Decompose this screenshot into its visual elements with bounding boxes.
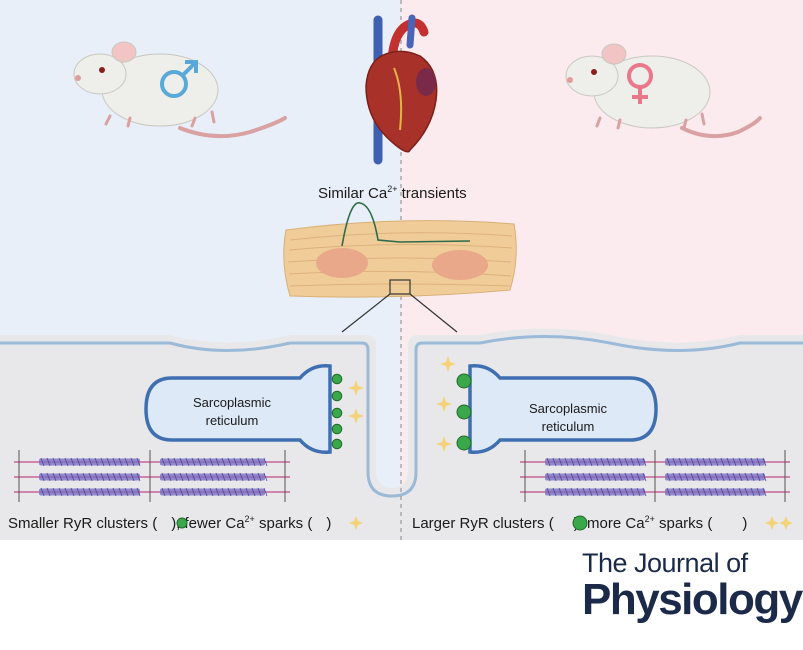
- right-sarcoplasmic-reticulum: Sarcoplasmic reticulum: [468, 364, 658, 454]
- cardiomyocyte: [283, 202, 517, 298]
- sarcolemma-membrane: [0, 335, 803, 498]
- heart-icon: [365, 14, 438, 165]
- sparkle-icon: [348, 380, 364, 396]
- sparkle-icon: [440, 356, 456, 372]
- right-ryr-clusters: [456, 373, 472, 451]
- sparkle-icon: [779, 516, 793, 530]
- journal-title-line1: The Journal of: [582, 548, 748, 578]
- right-sarcomeres: [520, 450, 790, 502]
- sparkle-icon: [436, 436, 452, 452]
- ryr-cluster-icon: [572, 515, 588, 531]
- left-caption: Smaller RyR clusters (), fewer Ca2+ spar…: [8, 514, 363, 532]
- zoom-line-left: [341, 293, 391, 333]
- myosin-filament: [160, 488, 265, 496]
- svg-text:reticulum: reticulum: [206, 413, 259, 428]
- nucleus-left: [316, 248, 368, 278]
- svg-text:Sarcoplasmic: Sarcoplasmic: [529, 401, 608, 416]
- svg-text:Larger RyR clusters (), more C: Larger RyR clusters (), more Ca2+ sparks…: [412, 514, 747, 532]
- female-mouse: [565, 43, 762, 139]
- left-sarcoplasmic-reticulum: Sarcoplasmic reticulum: [144, 364, 332, 454]
- sparkle-icon: [349, 516, 363, 530]
- journal-title-line2: Physiology: [582, 575, 803, 624]
- myosin-filament: [160, 473, 265, 481]
- right-caption: Larger RyR clusters (), more Ca2+ sparks…: [412, 514, 793, 532]
- left-ryr-clusters: [331, 373, 343, 450]
- left-sparks: [348, 380, 364, 424]
- sparkle-icon: [348, 408, 364, 424]
- right-sparks: [436, 356, 456, 452]
- male-symbol-icon: [160, 60, 198, 98]
- zoom-line-right: [409, 293, 458, 333]
- ca-transient-label: Similar Ca2+ transients: [318, 184, 467, 202]
- svg-text:Sarcoplasmic: Sarcoplasmic: [193, 395, 272, 410]
- female-symbol-icon: [627, 63, 653, 104]
- journal-logo: The Journal of Physiology: [582, 548, 803, 624]
- svg-text:reticulum: reticulum: [542, 419, 595, 434]
- male-mouse: [73, 41, 287, 139]
- ca-transient-trace: [341, 202, 471, 247]
- myosin-filament: [160, 458, 265, 466]
- nucleus-right: [432, 250, 488, 280]
- svg-text:Smaller RyR clusters (), fewer: Smaller RyR clusters (), fewer Ca2+ spar…: [8, 514, 331, 532]
- left-sarcomeres: [14, 450, 290, 502]
- ryr-cluster-icon: [176, 517, 188, 529]
- sparkle-icon: [765, 516, 779, 530]
- sparkle-icon: [436, 396, 452, 412]
- zoom-box: [389, 279, 411, 295]
